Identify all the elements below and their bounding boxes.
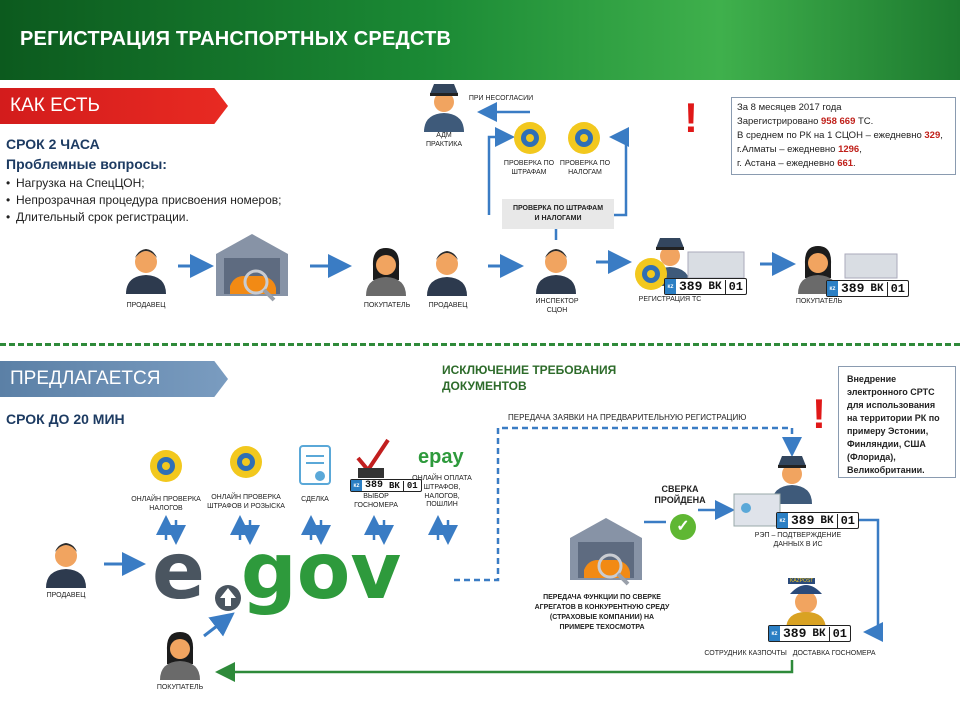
epay-logo: epay bbox=[418, 446, 464, 468]
note-box: Внедрение электронного СРТС для использо… bbox=[838, 366, 956, 478]
proposed-duration: СРОК ДО 20 МИН bbox=[6, 411, 125, 427]
problem-item: Непрозрачная процедура присвоения номеро… bbox=[6, 192, 281, 209]
as-is-banner: КАК ЕСТЬ bbox=[0, 88, 228, 124]
stats-line: За 8 месяцев 2017 года bbox=[737, 102, 842, 113]
problem-item: Нагрузка на СпецЦОН; bbox=[6, 175, 281, 192]
label-inspector: ИНСПЕКТОР СЦОН bbox=[535, 298, 579, 314]
stats-line: г. Астана – ежедневно 661. bbox=[737, 158, 856, 169]
label-seller: ПРОДАВЕЦ bbox=[126, 302, 166, 309]
problem-item: Длительный срок регистрации. bbox=[6, 209, 281, 226]
label-check-fines: ПРОВЕРКА ПО ШТРАФАМ bbox=[503, 160, 555, 176]
label-online-fines: ОНЛАЙН ПРОВЕРКА ШТРАФОВ И РОЗЫСКА bbox=[207, 494, 285, 510]
section-divider bbox=[0, 343, 960, 346]
check-passed-icon: ✓ bbox=[670, 514, 696, 540]
stats-line: г.Алматы – ежедневно 1296, bbox=[737, 144, 862, 155]
label-plate-choice: ВЫБОР ГОСНОМЕРА bbox=[354, 493, 398, 509]
egov-logo-gov: gov bbox=[240, 527, 402, 617]
egov-logo-e: e bbox=[152, 527, 205, 617]
label-rep: РЭП – ПОДТВЕРЖДЕНИЕ ДАННЫХ В ИС bbox=[754, 532, 842, 548]
stats-box: За 8 месяцев 2017 года Зарегистрировано … bbox=[731, 97, 956, 175]
header-bar bbox=[0, 0, 960, 80]
label-check-both: ПРОВЕРКА ПО ШТРАФАМ И НАЛОГАМИ bbox=[502, 199, 614, 229]
label-registration: РЕГИСТРАЦИЯ ТС bbox=[638, 296, 702, 303]
problems-block: Проблемные вопросы: Нагрузка на СпецЦОН;… bbox=[6, 156, 281, 226]
label-prereg: ПЕРЕДАЧА ЗАЯВКИ НА ПРЕДВАРИТЕЛЬНУЮ РЕГИС… bbox=[508, 413, 747, 422]
page-title: РЕГИСТРАЦИЯ ТРАНСПОРТНЫХ СРЕДСТВ bbox=[20, 28, 452, 50]
label-online-taxes: ОНЛАЙН ПРОВЕРКА НАЛОГОВ bbox=[131, 496, 201, 512]
label-buyer: ПОКУПАТЕЛЬ bbox=[156, 684, 204, 691]
label-adm: АДМ ПРАКТИКА bbox=[425, 132, 463, 148]
label-seller: ПРОДАВЕЦ bbox=[46, 592, 86, 599]
problems-list: Нагрузка на СпецЦОН; Непрозрачная процед… bbox=[6, 175, 281, 226]
exclusion-title: ИСКЛЮЧЕНИЕ ТРЕБОВАНИЯ ДОКУМЕНТОВ bbox=[442, 363, 617, 393]
stats-line: В среднем по РК на 1 СЦОН – ежедневно 32… bbox=[737, 130, 943, 141]
problems-title: Проблемные вопросы: bbox=[6, 156, 167, 172]
label-transfer: ПЕРЕДАЧА ФУНКЦИИ ПО СВЕРКЕ АГРЕГАТОВ В К… bbox=[534, 594, 670, 631]
label-buyer-2: ПОКУПАТЕЛЬ bbox=[795, 298, 843, 305]
label-seller-2: ПРОДАВЕЦ bbox=[428, 302, 468, 309]
warning-icon: ! bbox=[684, 94, 698, 141]
as-is-duration: СРОК 2 ЧАСА bbox=[6, 136, 100, 152]
label-mismatch: ПРИ НЕСОГЛАСИИ bbox=[468, 95, 534, 102]
label-check-passed: СВЕРКА ПРОЙДЕНА bbox=[654, 484, 706, 505]
kazpost-badge: KAZPOST bbox=[788, 578, 816, 584]
label-online-payment: ОНЛАЙН ОПЛАТА ШТРАФОВ, НАЛОГОВ, ПОШЛИН bbox=[412, 475, 472, 509]
stats-line: Зарегистрировано 958 669 ТС. bbox=[737, 116, 874, 127]
label-buyer: ПОКУПАТЕЛЬ bbox=[363, 302, 411, 309]
warning-icon: ! bbox=[812, 390, 826, 437]
proposed-banner: ПРЕДЛАГАЕТСЯ bbox=[0, 361, 228, 397]
label-courier: СОТРУДНИК КАЗПОЧТЫ ДОСТАВКА ГОСНОМЕРА bbox=[704, 650, 876, 657]
label-check-taxes: ПРОВЕРКА ПО НАЛОГАМ bbox=[559, 160, 611, 176]
label-deal: СДЕЛКА bbox=[301, 496, 329, 503]
